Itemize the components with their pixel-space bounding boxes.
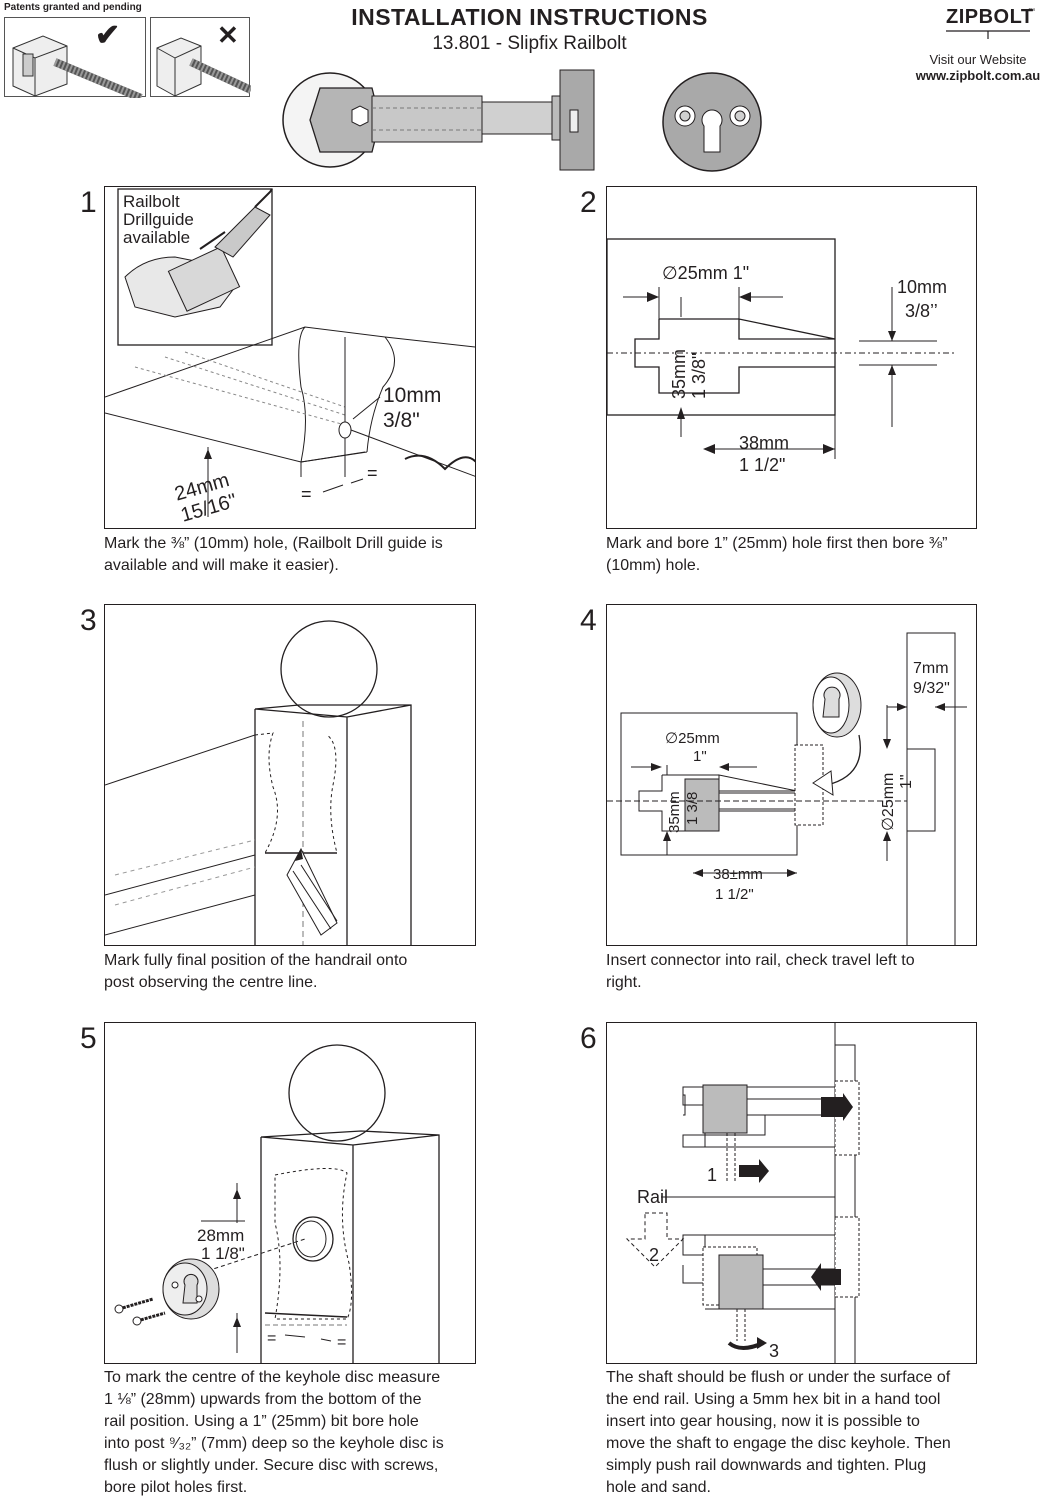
step-6-diagram: 1 Rail 2 3 — [606, 1022, 977, 1364]
cross-mark-icon: ✕ — [217, 20, 239, 50]
step-4-len: 38±mm — [713, 866, 763, 883]
step-2-height-in: 1 3/8" — [689, 353, 709, 399]
step-6-number: 6 — [580, 1022, 597, 1055]
step-4-bore-in: 1" — [693, 748, 707, 765]
step-2-caption-line: (10mm) hole. — [606, 557, 701, 574]
step-3-caption-line: Mark fully final position of the handrai… — [104, 952, 408, 969]
correct-usage-thumbnail: ✔ — [4, 17, 146, 102]
step-4-bore-mm: ∅25mm — [665, 730, 720, 747]
step-4-caption: Insert connector into rail, check travel… — [606, 950, 986, 994]
page-title: INSTALLATION INSTRUCTIONS — [351, 4, 708, 30]
incorrect-usage-thumbnail: ✕ — [150, 17, 253, 97]
step-5-up-in: 1 1/8" — [201, 1244, 245, 1263]
step-5-number: 5 — [80, 1022, 97, 1055]
step-6-caption-line: The shaft should be flush or under the s… — [606, 1369, 951, 1386]
step-4-disc-mm: ∅25mm — [880, 773, 897, 831]
step-2-caption-line: Mark and bore 1” (25mm) hole first then … — [606, 535, 948, 552]
step-6-caption: The shaft should be flush or under the s… — [606, 1367, 986, 1499]
step-6-caption-line: insert into gear housing, now it is poss… — [606, 1413, 920, 1430]
check-mark-icon: ✔ — [95, 19, 121, 52]
step-5-equal-b: = — [337, 1334, 346, 1351]
step-1-inset-line-3: available — [123, 228, 190, 247]
step-6-caption-line: the end rail. Using a 5mm hex bit in a h… — [606, 1391, 941, 1408]
step-4-caption-line: Insert connector into rail, check travel… — [606, 952, 915, 969]
step-1-caption-line: available and will make it easier). — [104, 557, 339, 574]
step-5-caption-line: bore pilot holes first. — [104, 1479, 248, 1496]
step-3-caption-line: post observing the centre line. — [104, 974, 318, 991]
step-5-caption-line: flush or slightly under. Secure disc wit… — [104, 1457, 439, 1474]
step-4-diagram: ∅25mm 1" 35mm 1 3/8 38±mm 1 1/2" 7mm 9/3… — [606, 604, 977, 946]
step-5-equal-a: = — [267, 1330, 276, 1347]
step-1-hole-mm: 10mm — [383, 384, 441, 407]
step-1-hole-in: 3/8" — [383, 409, 420, 432]
step-2-bore-label: ∅25mm 1" — [662, 263, 749, 283]
step-3-diagram — [104, 604, 476, 946]
step-6-rail-label: Rail — [637, 1187, 668, 1207]
step-4-disc-in: 1" — [898, 774, 915, 789]
step-6-caption-line: hole and sand. — [606, 1479, 711, 1496]
step-5-caption-line: into post ⁹⁄₃₂” (7mm) deep so the keyhol… — [104, 1435, 444, 1452]
step-2-len-mm: 38mm — [739, 433, 789, 453]
step-1-inset-line-1: Railbolt — [123, 192, 180, 211]
step-1-inset-line-2: Drillguide — [123, 210, 194, 229]
step-1-number: 1 — [80, 186, 97, 219]
step-5-up-mm: 28mm — [197, 1226, 244, 1245]
step-6-step-1-label: 1 — [707, 1165, 717, 1185]
step-2-side-mm: 10mm — [897, 277, 947, 297]
step-4-h-in: 1 3/8 — [684, 792, 701, 825]
railbolt-product-illustration — [282, 69, 762, 172]
step-4-len-in: 1 1/2" — [715, 886, 754, 903]
product-subtitle: 13.801 - Slipfix Railbolt — [432, 33, 627, 54]
step-4-h-mm: 35mm — [666, 791, 683, 833]
logo-trademark: ™ — [1028, 8, 1035, 15]
step-5-caption-line: To mark the centre of the keyhole disc m… — [104, 1369, 441, 1386]
step-2-side-in: 3/8’’ — [905, 301, 938, 321]
step-4-depth-mm: 7mm — [913, 660, 949, 677]
step-6-caption-line: simply push rail downwards and tighten. … — [606, 1457, 927, 1474]
step-1-diagram: Railbolt Drillguide available 10mm 3/8" … — [104, 186, 476, 529]
step-5-diagram: 28mm 1 1/8" = = — [104, 1022, 476, 1364]
patents-note: Patents granted and pending — [4, 2, 142, 13]
step-6-caption-line: move the shaft to engage the disc keyhol… — [606, 1435, 951, 1452]
visit-website-label: Visit our Website — [929, 52, 1027, 67]
website-link[interactable]: www.zipbolt.com.au — [915, 68, 1041, 83]
step-2-diagram: ∅25mm 1" 35mm 1 3/8" 38mm 1 1/2" 10mm 3/… — [606, 186, 977, 529]
step-1-caption: Mark the ⅜” (10mm) hole, (Railbolt Drill… — [104, 533, 484, 577]
step-3-number: 3 — [80, 604, 97, 637]
step-5-caption: To mark the centre of the keyhole disc m… — [104, 1367, 484, 1499]
logo-underline-graphic — [946, 30, 1030, 39]
zipbolt-logo: ZIPBOLT — [946, 6, 1034, 28]
step-3-caption: Mark fully final position of the handrai… — [104, 950, 484, 994]
step-1-equal-a: = — [301, 484, 312, 504]
step-4-depth-in: 9/32" — [913, 680, 950, 697]
step-5-caption-line: 1 ⅛” (28mm) upwards from the bottom of t… — [104, 1391, 422, 1408]
step-4-caption-line: right. — [606, 974, 642, 991]
step-2-len-in: 1 1/2" — [739, 455, 785, 475]
step-6-step-2-label: 2 — [649, 1245, 659, 1265]
step-2-caption: Mark and bore 1” (25mm) hole first then … — [606, 533, 986, 577]
step-1-caption-line: Mark the ⅜” (10mm) hole, (Railbolt Drill… — [104, 535, 443, 552]
step-4-number: 4 — [580, 604, 597, 637]
step-2-number: 2 — [580, 186, 597, 219]
step-6-step-3-label: 3 — [769, 1341, 779, 1361]
step-2-height-mm: 35mm — [669, 349, 689, 399]
step-1-equal-b: = — [367, 463, 378, 483]
step-5-caption-line: rail position. Using a 1” (25mm) bit bor… — [104, 1413, 419, 1430]
